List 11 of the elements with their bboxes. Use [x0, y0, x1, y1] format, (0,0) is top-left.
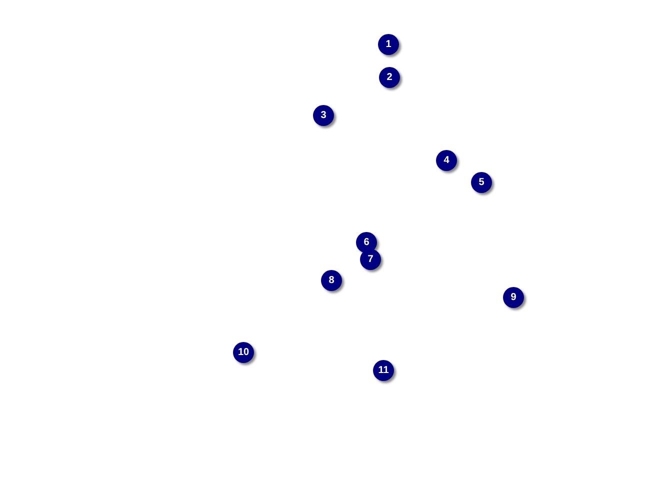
callout-number: 9 [503, 287, 524, 308]
callout-number: 8 [321, 270, 342, 291]
callout-number: 6 [356, 232, 377, 253]
callout-number: 11 [373, 360, 394, 381]
callout-number: 4 [436, 150, 457, 171]
callout-number: 2 [379, 67, 400, 88]
callout-number: 5 [471, 172, 492, 193]
callout-number: 3 [313, 105, 334, 126]
callout-number: 10 [233, 342, 254, 363]
callout-number: 7 [360, 249, 381, 270]
callout-number: 1 [378, 34, 399, 55]
